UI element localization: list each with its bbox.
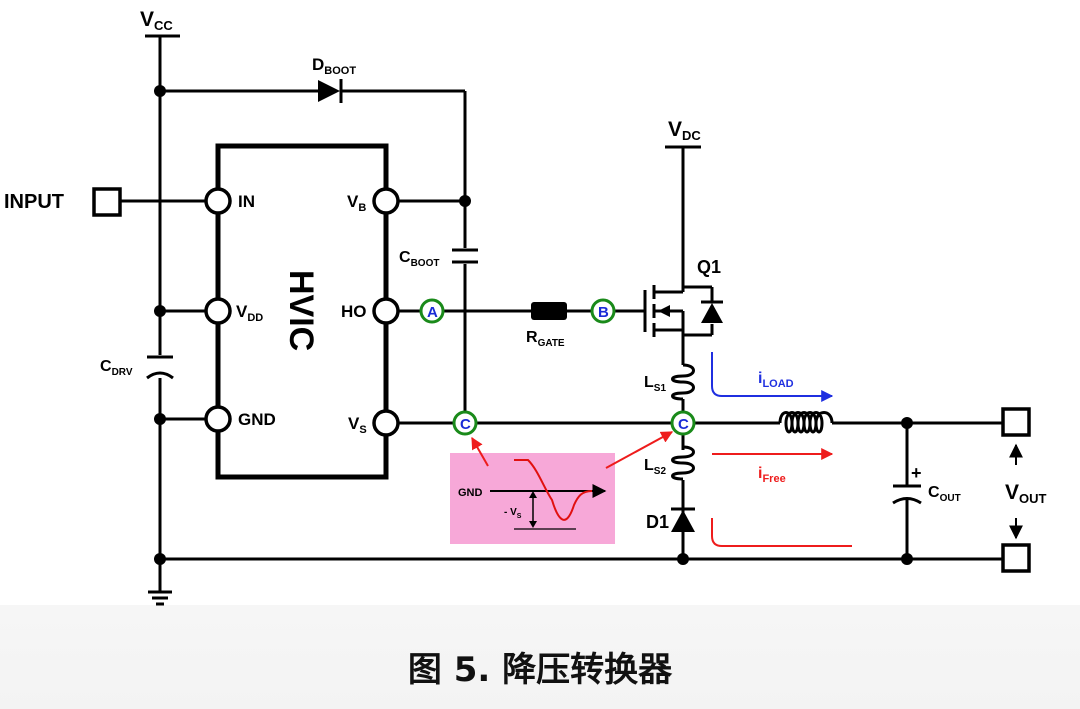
node-a: A <box>419 298 445 324</box>
ifree-label: iFree <box>758 465 786 485</box>
ls2-label: LS2 <box>644 457 666 477</box>
hvic-block: HVIC IN VDD GND VB HO VS <box>204 143 400 480</box>
dboot-label: DBOOT <box>312 55 356 77</box>
ls2-inductor <box>671 445 695 481</box>
node-c-right: C <box>670 410 696 436</box>
pin-vdd <box>204 297 232 325</box>
cout-plus: + <box>911 463 922 483</box>
pin-vb-label: VB <box>347 192 366 214</box>
node-b: B <box>590 298 616 324</box>
pin-ho <box>372 297 400 325</box>
svg-text:A: A <box>427 304 438 321</box>
inset-gnd-label: GND <box>458 487 483 499</box>
pin-vs-label: VS <box>348 414 367 436</box>
svg-text:C: C <box>460 416 471 433</box>
vout-terminal-top <box>1001 407 1031 437</box>
hvic-label: HVIC <box>282 270 320 351</box>
dboot-diode <box>318 79 343 103</box>
inset-pointer-left <box>471 436 489 467</box>
cboot-capacitor <box>452 248 478 264</box>
cdrv-capacitor <box>146 355 174 380</box>
node-c-left: C <box>452 410 478 436</box>
pin-gnd-label: GND <box>238 410 276 429</box>
iload-arrow <box>711 352 834 402</box>
output-inductor <box>778 411 834 434</box>
cout-label: COUT <box>928 484 961 504</box>
pin-ho-label: HO <box>341 302 367 321</box>
cout-capacitor <box>892 484 922 505</box>
junction-dots <box>154 85 913 565</box>
vout-label: VOUT <box>1005 481 1047 506</box>
vout-terminal-bottom <box>1001 543 1031 573</box>
input-label: INPUT <box>4 191 64 213</box>
pin-in <box>204 187 232 215</box>
q1-label: Q1 <box>697 257 721 277</box>
pin-vs <box>372 409 400 437</box>
vdc-label: VDC <box>668 118 701 143</box>
q1-mosfet <box>643 285 723 337</box>
cdrv-label: CDRV <box>100 358 133 378</box>
iload-label: iLOAD <box>758 370 794 390</box>
inset-vs-label: - VS <box>504 507 522 520</box>
d1-label: D1 <box>646 512 669 532</box>
vs-waveform-inset: GND - VS <box>450 453 615 544</box>
caption-band <box>0 605 1080 709</box>
svg-text:B: B <box>598 304 609 321</box>
rgate-label: RGATE <box>526 329 565 349</box>
pin-gnd <box>204 405 232 433</box>
pin-in-label: IN <box>238 192 255 211</box>
inset-pointer-right <box>605 431 674 469</box>
cboot-label: CBOOT <box>399 249 439 269</box>
rgate-resistor <box>531 302 567 320</box>
input-terminal <box>92 187 122 217</box>
pin-vb <box>372 187 400 215</box>
vcc-label: VCC <box>140 8 173 33</box>
figure-caption: 图 5. 降压转换器 <box>407 650 673 690</box>
pin-vdd-label: VDD <box>236 302 263 324</box>
d1-diode <box>671 507 695 532</box>
svg-text:C: C <box>678 416 689 433</box>
ls1-label: LS1 <box>644 374 666 394</box>
ls1-inductor <box>671 363 695 401</box>
ifree-arrow-bottom <box>711 518 852 547</box>
